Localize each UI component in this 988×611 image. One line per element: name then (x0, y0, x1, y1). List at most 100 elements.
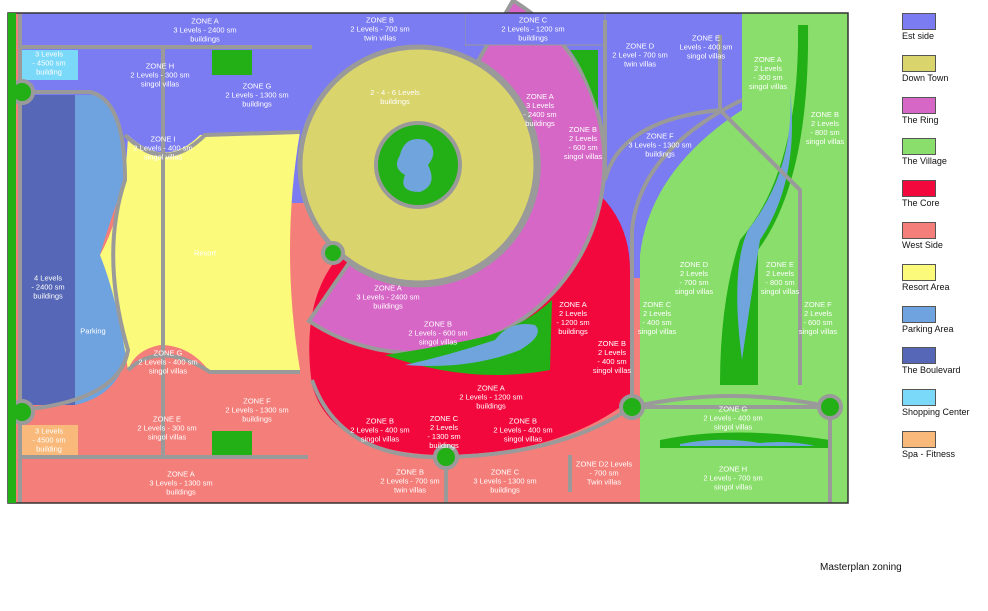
zone-label-line: 4 Levels (34, 273, 62, 283)
legend-swatch (902, 180, 936, 198)
zone-label-line: singol villas (148, 366, 188, 376)
zone-label-line: 2 Levels (804, 309, 832, 318)
zone-label-line: ZONE B (366, 15, 394, 25)
legend-label: The Core (902, 198, 940, 209)
legend-swatch (902, 13, 936, 30)
zone-label-line: buildings (645, 149, 675, 159)
zone-label-line: ZONE B (811, 110, 839, 119)
zone-label-line: singol villas (418, 337, 458, 347)
zone-label-line: singol villas (143, 152, 183, 162)
zone-label-line: singol villas (805, 137, 845, 146)
zone-label-line: ZONE B (509, 416, 537, 426)
zone-label-line: - 300 sm (753, 73, 783, 82)
zone-label-line: buildings (242, 99, 272, 109)
zone-label-line: - 400 sm (642, 318, 672, 327)
legend-item: Down Town (902, 54, 988, 83)
zone-label-line: ZONE B (424, 319, 452, 329)
zone-label-line: buildings (476, 401, 506, 411)
zone-label-line: buildings (518, 33, 548, 43)
zone-label-line: 2 Levels - 400 sm (493, 425, 553, 435)
zone-label-line: 2 Levels - 400 sm (133, 143, 193, 153)
zone-label-line: 3 Levels - 1300 sm (473, 476, 537, 486)
zone-label-line: singol villas (748, 82, 788, 91)
zone-label-line: buildings (242, 414, 272, 424)
zone-label-line: 2 Levels - 700 sm (350, 24, 410, 34)
legend-label: Shopping Center (902, 407, 970, 418)
zone-label-line: 2 Levels - 1200 sm (459, 392, 523, 402)
zone-label-line: twin villas (393, 485, 427, 495)
legend-label: Est side (902, 31, 935, 41)
legend-item: The Ring (902, 96, 988, 125)
zone-label-line: singol villas (713, 422, 753, 432)
zone-label-line: ZONE C (490, 467, 520, 477)
zone-label-line: 3 Levels - 1300 sm (149, 478, 213, 488)
zone-label-line: 2 Levels - 700 sm (703, 473, 763, 483)
east-zone-c-block (464, 12, 606, 46)
zone-label-line: 2 Levels - 400 sm (350, 425, 410, 435)
zone-label-line: - 1200 sm (556, 318, 590, 327)
zone-label-line: 2 Levels (754, 64, 782, 73)
legend-label: The Ring (902, 114, 939, 125)
legend-item: Spa - Fitness (902, 431, 988, 459)
zone-label-line: ZONE E (692, 33, 720, 43)
legend-item: The Boulevard (902, 347, 988, 375)
zone-label-line: 2 Levels - 600 sm (408, 328, 468, 338)
zone-label-line: ZONE C (518, 15, 548, 25)
ring-corner-park (570, 50, 598, 110)
west-green-strip (8, 13, 16, 503)
spa-fitness-area (20, 425, 78, 455)
zone-label-line: 2 Levels - 300 sm (137, 423, 197, 433)
zone-label-line: ZONE A (526, 92, 554, 101)
zone-label-line: ZONE A (477, 383, 505, 393)
legend-swatch (902, 54, 936, 72)
zone-label-line: - 400 sm (597, 357, 627, 366)
zone-label-line: ZONE H (145, 61, 175, 71)
zone-label-line: 2 Levels - 300 sm (130, 70, 190, 80)
zone-label-line: 2 Levels - 400 sm (138, 357, 198, 367)
zone-label-line: 2 Levels - 1200 sm (501, 24, 565, 34)
zone-label-line: buildings (190, 34, 220, 44)
zone-label-line: ZONE G (718, 404, 748, 414)
zone-label-line: 3 Levels - 2400 sm (173, 25, 237, 35)
zone-label-line: ZONE A (374, 283, 402, 293)
village-lake (737, 90, 792, 360)
legend-label: Resort Area (902, 281, 950, 292)
zone-label-line: twin villas (363, 33, 397, 43)
legend-item: The Core (902, 180, 988, 208)
zone-label-line: singol villas (637, 327, 677, 336)
legend-swatch (902, 305, 936, 323)
zone-label-line: ZONE G (153, 348, 183, 358)
caption: Masterplan zoning (820, 562, 902, 573)
zone-label-line: ZONE D (679, 260, 709, 269)
zone-label-line: ZONE B (598, 339, 626, 348)
legend-swatch (902, 138, 936, 156)
shopping-center-area (20, 50, 78, 80)
legend-item: Parking Area (902, 305, 988, 334)
east-zone-b-block (308, 13, 465, 45)
core-lake (405, 324, 538, 366)
zone-label-line: singol villas (798, 327, 838, 336)
zone-label-line: ZONE E (153, 414, 181, 424)
zone-label-line: ZONE B (366, 416, 394, 426)
zone-label-line: singol villas (563, 152, 603, 161)
